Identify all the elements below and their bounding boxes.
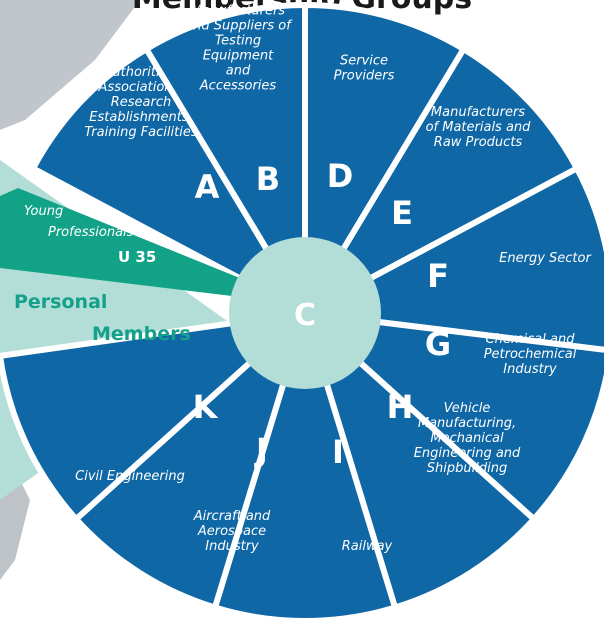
young-professionals-wedge [0,188,252,296]
segment-j-label-line: Aircraft and [193,509,271,524]
segment-b-label-line: and [226,64,251,79]
segment-k-label: Civil Engineering [75,469,185,484]
segment-a-letter: A [195,168,220,206]
segment-h-label-line: Engineering and [414,446,521,461]
segment-g-letter: G [425,325,451,363]
segment-k-letter: K [193,388,219,426]
segment-j-label-line: Industry [205,539,259,554]
background-photo [0,0,140,130]
segment-h-label-line: Mechanical [430,431,504,446]
segment-b-label-line: Equipment [203,49,274,64]
segment-e-label-line: Manufacturers [431,105,525,120]
segment-f-label-line: Energy Sector [499,251,592,266]
segment-j-label-line: Aerospace [197,524,266,539]
center-letter: C [294,298,316,333]
young-label-line2: Professionals [48,225,134,240]
segment-k[interactable] [0,310,308,523]
segment-e[interactable] [302,45,580,316]
segment-b[interactable] [143,2,308,316]
segment-j-letter: J [254,431,268,469]
segment-i[interactable] [211,310,399,624]
segment-g[interactable] [302,310,604,523]
segment-h-letter: H [387,388,414,426]
segment-a-label-line: Research [111,95,172,110]
personal-label-line1: Personal [14,291,107,313]
segment-h[interactable] [302,310,537,611]
segment-a[interactable] [30,45,308,316]
segment-d-letter: D [327,157,354,195]
segment-h-label-line: Vehicle [444,401,491,416]
segment-f-label: Energy Sector [499,251,592,266]
segment-e-label-line: of Materials and [426,120,532,135]
segment-d-label-line: Service [340,54,388,69]
segment-a-label-line: Training Facilities [84,125,197,140]
segment-i-label: Railway [342,539,393,554]
segment-k-label-line: Civil Engineering [75,469,185,484]
young-code: U 35 [118,248,156,266]
personal-label-line2: Members [92,323,191,345]
segment-d-label-line: Providers [334,69,395,84]
segment-d[interactable] [302,2,467,316]
segment-b-label-line: Testing [215,34,261,49]
segment-h-label-line: Shipbuilding [427,461,507,476]
segment-a-label-line: Establishments, [89,110,192,125]
segment-b-letter: B [256,160,280,198]
segment-g-label-line: Industry [503,362,557,377]
segment-h-label-line: Manufacturing, [418,416,516,431]
segment-f-letter: F [427,257,449,295]
segment-a-label-line: Associations, [98,80,184,95]
center-circle [229,237,381,389]
segment-e-letter: E [391,194,413,232]
segment-i-letter: I [332,433,344,471]
segment-b-label-line: Accessories [199,79,277,94]
segment-b-label-line: Manufacturers [191,4,285,19]
segment-i-label-line: Railway [342,539,393,554]
segment-j[interactable] [73,310,308,611]
segment-g-label-line: Chemical and [486,332,576,347]
segment-b-label-line: and Suppliers of [185,19,293,34]
young-label-line1: Young [24,204,63,219]
segment-e-label-line: Raw Products [434,135,523,150]
segment-g-label-line: Petrochemical [484,347,577,362]
